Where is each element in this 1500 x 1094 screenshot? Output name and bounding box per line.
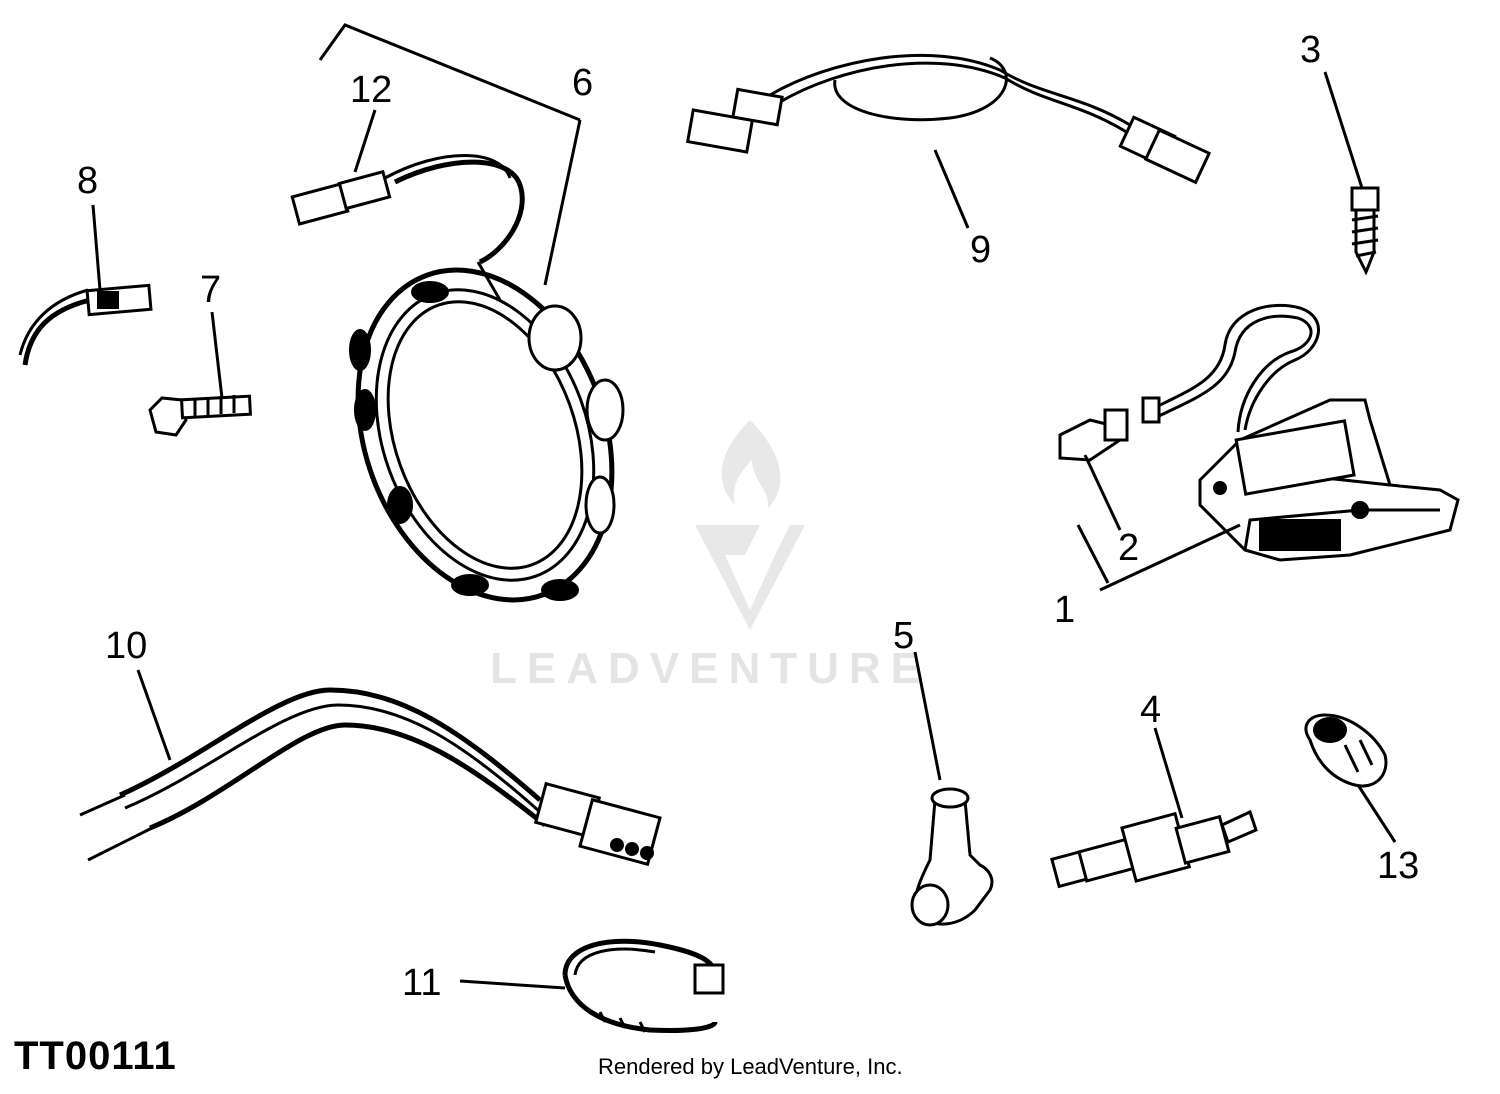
ignition-module [1058,303,1460,562]
callout-11: 11 [402,962,441,1004]
callout-1: 1 [1054,589,1075,631]
callout-13: 13 [1377,845,1419,887]
cap-13 [1304,713,1388,788]
watermark-text: LEADVENTURE [490,644,930,693]
clamp-11 [562,938,725,1033]
plug-boot-5 [910,787,994,927]
spark-plug-4 [1050,809,1258,889]
figure-identifier: TT00111 [14,1034,177,1078]
render-credit: Rendered by LeadVenture, Inc. [598,1054,903,1079]
wire-harness [685,53,1212,185]
callout-4: 4 [1140,689,1161,731]
callout-3: 3 [1300,29,1321,71]
callout-8: 8 [77,160,98,202]
callout-9: 9 [970,229,991,271]
callout-10: 10 [105,625,147,667]
callout-6: 6 [572,62,593,104]
lead-harness-10 [79,687,662,867]
callout-2: 2 [1118,527,1139,569]
callout-5: 5 [893,615,914,657]
callout-7: 7 [200,269,221,311]
callout-12: 12 [350,69,392,111]
screw-3 [1350,186,1380,276]
leader-lines [91,23,1397,990]
stator-assembly [290,154,625,603]
bolt-7 [148,394,253,437]
watermark-logo: LEADVENTURE [490,420,930,693]
terminal-8 [18,283,153,366]
